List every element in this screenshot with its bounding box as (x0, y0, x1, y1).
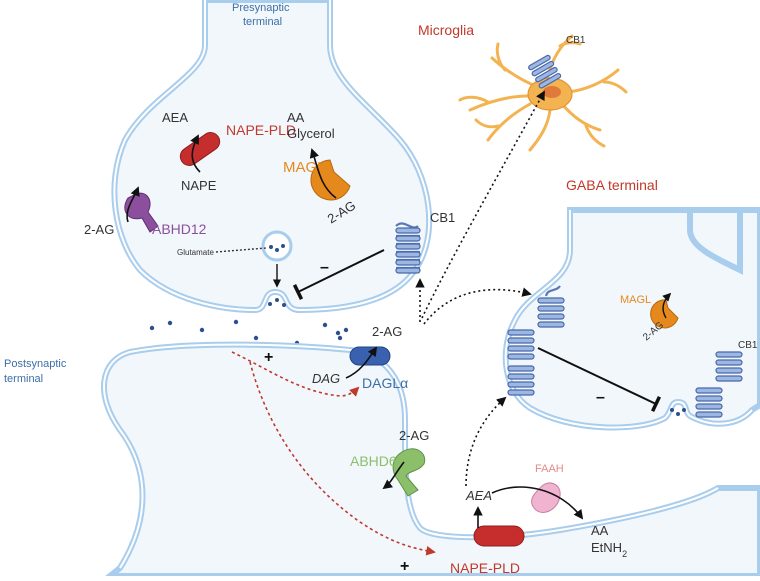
two-ag-abhd12-label: 2-AG (84, 222, 114, 237)
aea-to-aa-arrow (491, 486, 584, 520)
release-dot (268, 302, 272, 306)
microglia-nucleus (543, 86, 561, 98)
abhd12-arrow (126, 186, 140, 223)
nape-pre-label: NAPE (181, 178, 217, 193)
postsynaptic-membrane-inner (103, 343, 719, 569)
magl-arrow (309, 148, 337, 199)
cleft-dot (167, 320, 173, 326)
aa-pre-label: AA (287, 110, 305, 125)
cleft-dot (322, 322, 328, 328)
cleft-dot (199, 327, 205, 333)
gaba-vesicle-dot (670, 408, 674, 412)
activation-path-dagla (231, 351, 360, 397)
cleft-dot (253, 335, 259, 341)
cb1-gaba-label: CB1 (738, 340, 758, 351)
aa-post-label: AA (591, 523, 609, 538)
etnh2-post-label: EtNH2 (591, 540, 627, 559)
cb1-receptor-icon (537, 285, 565, 328)
dag-label: DAG (312, 371, 340, 386)
cb1-receptor-icon (507, 329, 535, 360)
aea-to-gaba-cb1-arrow (465, 396, 507, 487)
minus-gaba-sign: – (596, 389, 605, 406)
cb1-pre-label: CB1 (430, 210, 455, 225)
presynaptic-label-line2: terminal (243, 16, 282, 28)
vesicle-dot (269, 245, 273, 249)
plus-bottom-sign: + (400, 558, 409, 575)
microglia-label: Microglia (418, 22, 474, 38)
nape-to-aea-arrow (190, 134, 201, 173)
nape-pld-pre-label: NAPE-PLD (226, 122, 296, 138)
postsynaptic-label-line1: Postsynaptic (4, 358, 67, 370)
cb1-receptor-icon (715, 351, 743, 382)
glycerol-pre-label: Glycerol (287, 126, 335, 141)
magl-enzyme-icon (310, 159, 351, 201)
glutamate-pointer (215, 247, 267, 253)
presynaptic-label-line1: Presynaptic (232, 2, 290, 14)
magl-pre-label: MAGL (283, 159, 326, 176)
microglia-cell-icon (458, 34, 628, 152)
gaba-vesicle-dot (676, 412, 680, 416)
magl-gaba-label: MAGL (620, 294, 651, 306)
cleft-dot (149, 325, 155, 331)
vesicle-dot (281, 244, 285, 248)
cleft-dot (337, 335, 343, 341)
gaba-vesicle-dot (682, 408, 686, 412)
cb1-inhibition-line (292, 249, 385, 300)
minus-pre-sign: – (320, 259, 329, 276)
abhd6-arrow (382, 461, 405, 490)
two-ag-to-microglia-arrow (421, 90, 545, 319)
release-dot (275, 298, 279, 302)
cb1-receptor-icon (395, 222, 421, 274)
dagla-label: DAGLα (362, 375, 408, 391)
cb1-receptor-icon (695, 387, 723, 418)
vesicle-dot (275, 248, 279, 252)
cleft-dot (335, 330, 341, 336)
activation-path-nape-pld (249, 361, 436, 556)
aea-post-label: AEA (465, 488, 492, 503)
aea-pre-label: AEA (162, 110, 188, 125)
dag-to-2ag-arrow (345, 346, 378, 379)
cb1-receptor-icon (507, 365, 535, 396)
vesicle-icon (261, 230, 293, 262)
release-dot (282, 303, 286, 307)
cleft-dot (233, 319, 239, 325)
glutamate-label: Glutamate (177, 248, 214, 257)
cleft-dot (343, 327, 349, 333)
nape-pld-enzyme-icon (473, 525, 525, 547)
presynaptic-membrane (111, 0, 433, 314)
gaba-terminal-label: GABA terminal (566, 177, 658, 193)
presynaptic-membrane-inner (113, 0, 431, 312)
two-ag-abhd6-label: 2-AG (399, 428, 429, 443)
cb1-receptor-icon (528, 54, 562, 89)
abhd6-enzyme-icon (392, 448, 426, 497)
magl-gaba-arrow (662, 292, 672, 319)
abhd12-label: ABHD12 (152, 221, 207, 237)
abhd12-enzyme-icon (124, 192, 159, 233)
cb1-microglia-label: CB1 (566, 35, 586, 46)
gaba-terminal-membrane-inner (504, 210, 753, 429)
gaba-inhibition-line (537, 347, 662, 412)
nape-pld-post-label: NAPE-PLD (450, 560, 520, 576)
faah-enzyme-icon (531, 482, 561, 513)
faah-label: FAAH (535, 463, 564, 475)
postsynaptic-label-line2: terminal (4, 373, 43, 385)
two-ag-cleft-label: 2-AG (372, 324, 402, 339)
abhd6-label: ABHD6 (350, 453, 397, 469)
plus-top-sign: + (264, 349, 273, 366)
